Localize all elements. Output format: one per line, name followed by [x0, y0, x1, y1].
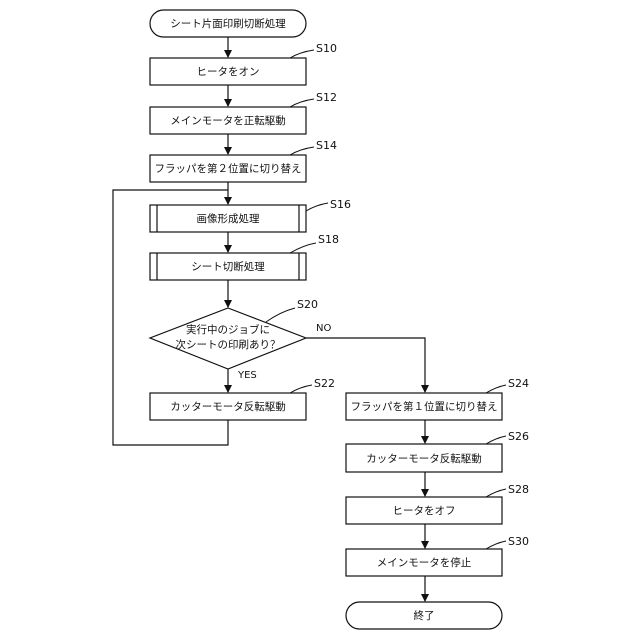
- start-terminal: シート片面印刷切断処理: [150, 10, 306, 37]
- s10-label: ヒータをオン: [197, 66, 260, 78]
- s18-leader: [290, 243, 316, 253]
- s14-label: フラッパを第２位置に切り替え: [155, 162, 302, 175]
- process-s28: ヒータをオフ S28: [346, 483, 529, 524]
- s30-leader: [486, 541, 506, 549]
- start-label: シート片面印刷切断処理: [170, 17, 286, 30]
- decision-s20: 実行中のジョブに 次シートの印刷あり？ S20 NO YES: [150, 298, 331, 381]
- s20-label-line1: 実行中のジョブに: [186, 323, 270, 336]
- yes-branch-label: YES: [237, 370, 257, 381]
- s28-label: ヒータをオフ: [393, 505, 456, 517]
- s26-label: カッターモータ反転駆動: [366, 452, 482, 465]
- s22-leader: [290, 385, 312, 393]
- process-s12: メインモータを正転駆動 S12: [150, 91, 337, 134]
- process-s26: カッターモータ反転駆動 S26: [346, 430, 529, 472]
- process-s22: カッターモータ反転駆動 S22: [150, 377, 335, 420]
- process-s14: フラッパを第２位置に切り替え S14: [150, 139, 337, 182]
- s14-leader: [290, 147, 314, 155]
- s20-leader: [266, 308, 295, 322]
- s24-leader: [486, 385, 506, 393]
- s12-step-label: S12: [316, 91, 337, 104]
- s30-label: メインモータを停止: [377, 556, 472, 569]
- s26-step-label: S26: [508, 430, 529, 443]
- s26-leader: [486, 436, 506, 444]
- s16-step-label: S16: [330, 198, 351, 211]
- end-label: 終了: [414, 609, 435, 622]
- end-terminal: 終了: [346, 602, 502, 629]
- s22-step-label: S22: [314, 377, 335, 390]
- process-s10: ヒータをオン S10: [150, 42, 337, 85]
- no-branch-label: NO: [316, 323, 331, 334]
- s16-leader: [306, 203, 328, 211]
- s22-label: カッターモータ反転駆動: [170, 400, 286, 413]
- s16-label: 画像形成処理: [197, 212, 260, 225]
- process-s24: フラッパを第１位置に切り替え S24: [346, 377, 529, 420]
- s28-step-label: S28: [508, 483, 529, 496]
- s12-leader: [290, 99, 314, 107]
- subroutine-s16: 画像形成処理 S16: [150, 198, 351, 232]
- s24-step-label: S24: [508, 377, 529, 390]
- process-s30: メインモータを停止 S30: [346, 535, 529, 576]
- s20-step-label: S20: [297, 298, 318, 311]
- s28-leader: [486, 489, 506, 497]
- s18-label: シート切断処理: [191, 260, 265, 273]
- s20-label-line2: 次シートの印刷あり？: [176, 338, 281, 351]
- s10-leader: [290, 50, 314, 58]
- s12-label: メインモータを正転駆動: [170, 114, 286, 127]
- s10-step-label: S10: [316, 42, 337, 55]
- s30-step-label: S30: [508, 535, 529, 548]
- subroutine-s18: シート切断処理 S18: [150, 233, 339, 280]
- s14-step-label: S14: [316, 139, 337, 152]
- s24-label: フラッパを第１位置に切り替え: [351, 400, 498, 413]
- s18-step-label: S18: [318, 233, 339, 246]
